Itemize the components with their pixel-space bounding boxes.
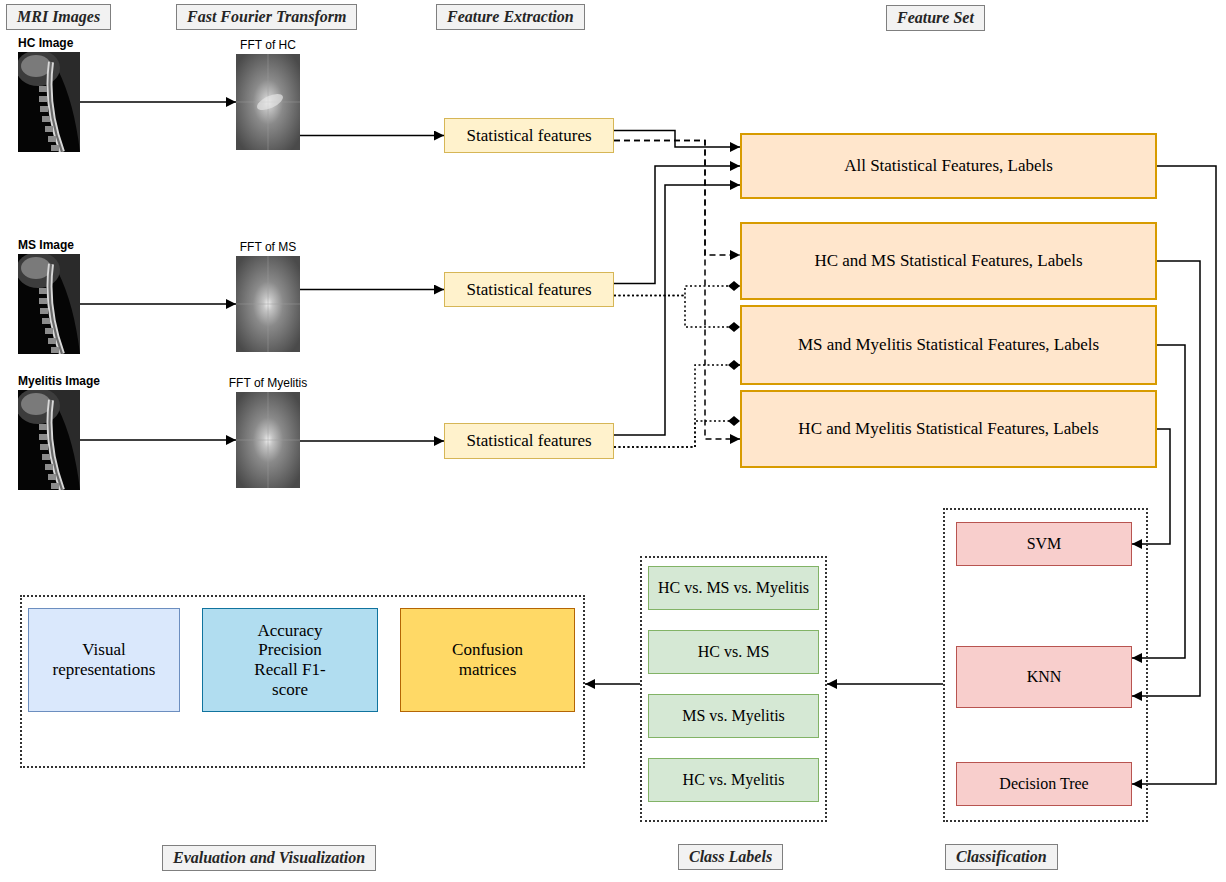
box-label: Fast Fourier Transform: [187, 8, 346, 26]
fft-image: FFT of MS: [236, 256, 300, 352]
image-caption: Myelitis Image: [18, 374, 100, 388]
box-label: Decision Tree: [999, 775, 1088, 793]
image-caption: HC Image: [18, 36, 73, 50]
class-label-box: MS vs. Myelitis: [648, 694, 819, 738]
box-label: All Statistical Features, Labels: [844, 156, 1053, 176]
box-label: HC and Myelitis Statistical Features, La…: [798, 419, 1098, 439]
connector-arrow: [300, 135, 444, 137]
fft-picture: [236, 256, 300, 352]
mri-picture: [16, 388, 80, 490]
box-label: KNN: [1027, 668, 1062, 686]
section-header: Evaluation and Visualization: [162, 845, 376, 871]
fft-picture: [236, 392, 300, 488]
connector-arrow: [614, 185, 740, 435]
box-label: HC vs. MS: [698, 643, 770, 661]
fft-image: FFT of Myelitis: [236, 392, 300, 488]
section-header: Fast Fourier Transform: [176, 4, 357, 30]
box-label: Statistical features: [466, 431, 591, 451]
section-header: Classification: [945, 844, 1058, 870]
feature-box: Statistical features: [444, 118, 614, 153]
section-header: Feature Set: [886, 5, 985, 31]
mri-image: HC Image: [18, 52, 80, 152]
group-heading: Classification: [956, 848, 1047, 865]
classifier-box: SVM: [956, 522, 1132, 566]
feature-box: Statistical features: [444, 423, 614, 459]
box-label: Feature Extraction: [447, 8, 574, 26]
feature-set-box: All Statistical Features, Labels: [740, 133, 1157, 199]
connector-arrow: [614, 286, 740, 296]
feature-box: Statistical features: [444, 272, 614, 307]
connector-arrow: [614, 141, 740, 256]
box-label: Accuracy Precision Recall F1-score: [250, 621, 330, 699]
caption-holder: FFT of MS: [240, 240, 296, 255]
group-heading: Evaluation and Visualization: [173, 849, 365, 866]
feature-set-box: HC and Myelitis Statistical Features, La…: [740, 390, 1157, 468]
image-caption: FFT of HC: [240, 38, 296, 52]
box-label: MRI Images: [17, 8, 100, 26]
connector-arrow: [300, 440, 444, 442]
feature-set-box: MS and Myelitis Statistical Features, La…: [740, 305, 1157, 385]
caption-holder: MS Image: [18, 238, 74, 253]
output-box: Confusion matrices: [400, 608, 575, 712]
connector-arrow: [827, 683, 943, 685]
image-caption: MS Image: [18, 238, 74, 252]
box-label: Statistical features: [466, 280, 591, 300]
feature-set-box: HC and MS Statistical Features, Labels: [740, 222, 1157, 300]
class-label-box: HC vs. Myelitis: [648, 758, 819, 802]
caption-holder: FFT of Myelitis: [229, 376, 307, 391]
connector-arrow: [614, 296, 740, 328]
caption-holder: FFT of HC: [240, 38, 296, 53]
fft-image: FFT of HC: [236, 54, 300, 150]
group-frame: Class LabelsHC vs. MS vs. MyelitisHC vs.…: [640, 556, 827, 822]
output-box: Visual representations: [28, 608, 180, 712]
box-label: MS and Myelitis Statistical Features, La…: [798, 335, 1099, 355]
connector-arrow: [585, 683, 640, 685]
classifier-box: KNN: [956, 646, 1132, 708]
connector-arrow: [614, 421, 740, 447]
box-label: HC and MS Statistical Features, Labels: [814, 251, 1082, 271]
box-label: SVM: [1027, 535, 1062, 553]
connector-arrow: [614, 141, 740, 440]
connector-arrow: [80, 101, 236, 103]
class-label-box: HC vs. MS vs. Myelitis: [648, 566, 819, 610]
group-heading: Class Labels: [689, 848, 772, 865]
image-caption: FFT of MS: [240, 240, 296, 254]
image-caption: FFT of Myelitis: [229, 376, 307, 390]
caption-holder: Myelitis Image: [18, 374, 100, 389]
connector-arrow: [614, 365, 740, 447]
fft-picture: [236, 54, 300, 150]
box-label: Statistical features: [466, 126, 591, 146]
connector-arrow: [80, 439, 236, 441]
connector-arrow: [80, 303, 236, 305]
box-label: Visual representations: [49, 640, 159, 679]
mri-picture: [16, 252, 80, 354]
box-label: Confusion matrices: [443, 640, 533, 679]
box-label: MS vs. Myelitis: [682, 707, 785, 725]
section-header: MRI Images: [6, 4, 111, 30]
connector-arrow: [300, 289, 444, 291]
mri-picture: [16, 50, 80, 152]
spectrum-peak: [255, 91, 285, 114]
metrics-box: Accuracy Precision Recall F1-score: [202, 608, 378, 712]
box-label: HC vs. MS vs. Myelitis: [658, 579, 809, 597]
connector-arrow: [614, 131, 740, 148]
section-header: Feature Extraction: [436, 4, 585, 30]
section-header: Class Labels: [678, 844, 783, 870]
box-label: Feature Set: [897, 9, 974, 27]
group-frame: ClassificationSVMKNNDecision Tree: [943, 508, 1148, 822]
connector-arrow: [614, 166, 740, 284]
mri-image: MS Image: [18, 254, 80, 354]
group-frame: Evaluation and VisualizationVisual repre…: [20, 595, 585, 768]
box-label: HC vs. Myelitis: [683, 771, 785, 789]
caption-holder: HC Image: [18, 36, 73, 51]
mri-image: Myelitis Image: [18, 390, 80, 490]
classifier-box: Decision Tree: [956, 762, 1132, 806]
class-label-box: HC vs. MS: [648, 630, 819, 674]
